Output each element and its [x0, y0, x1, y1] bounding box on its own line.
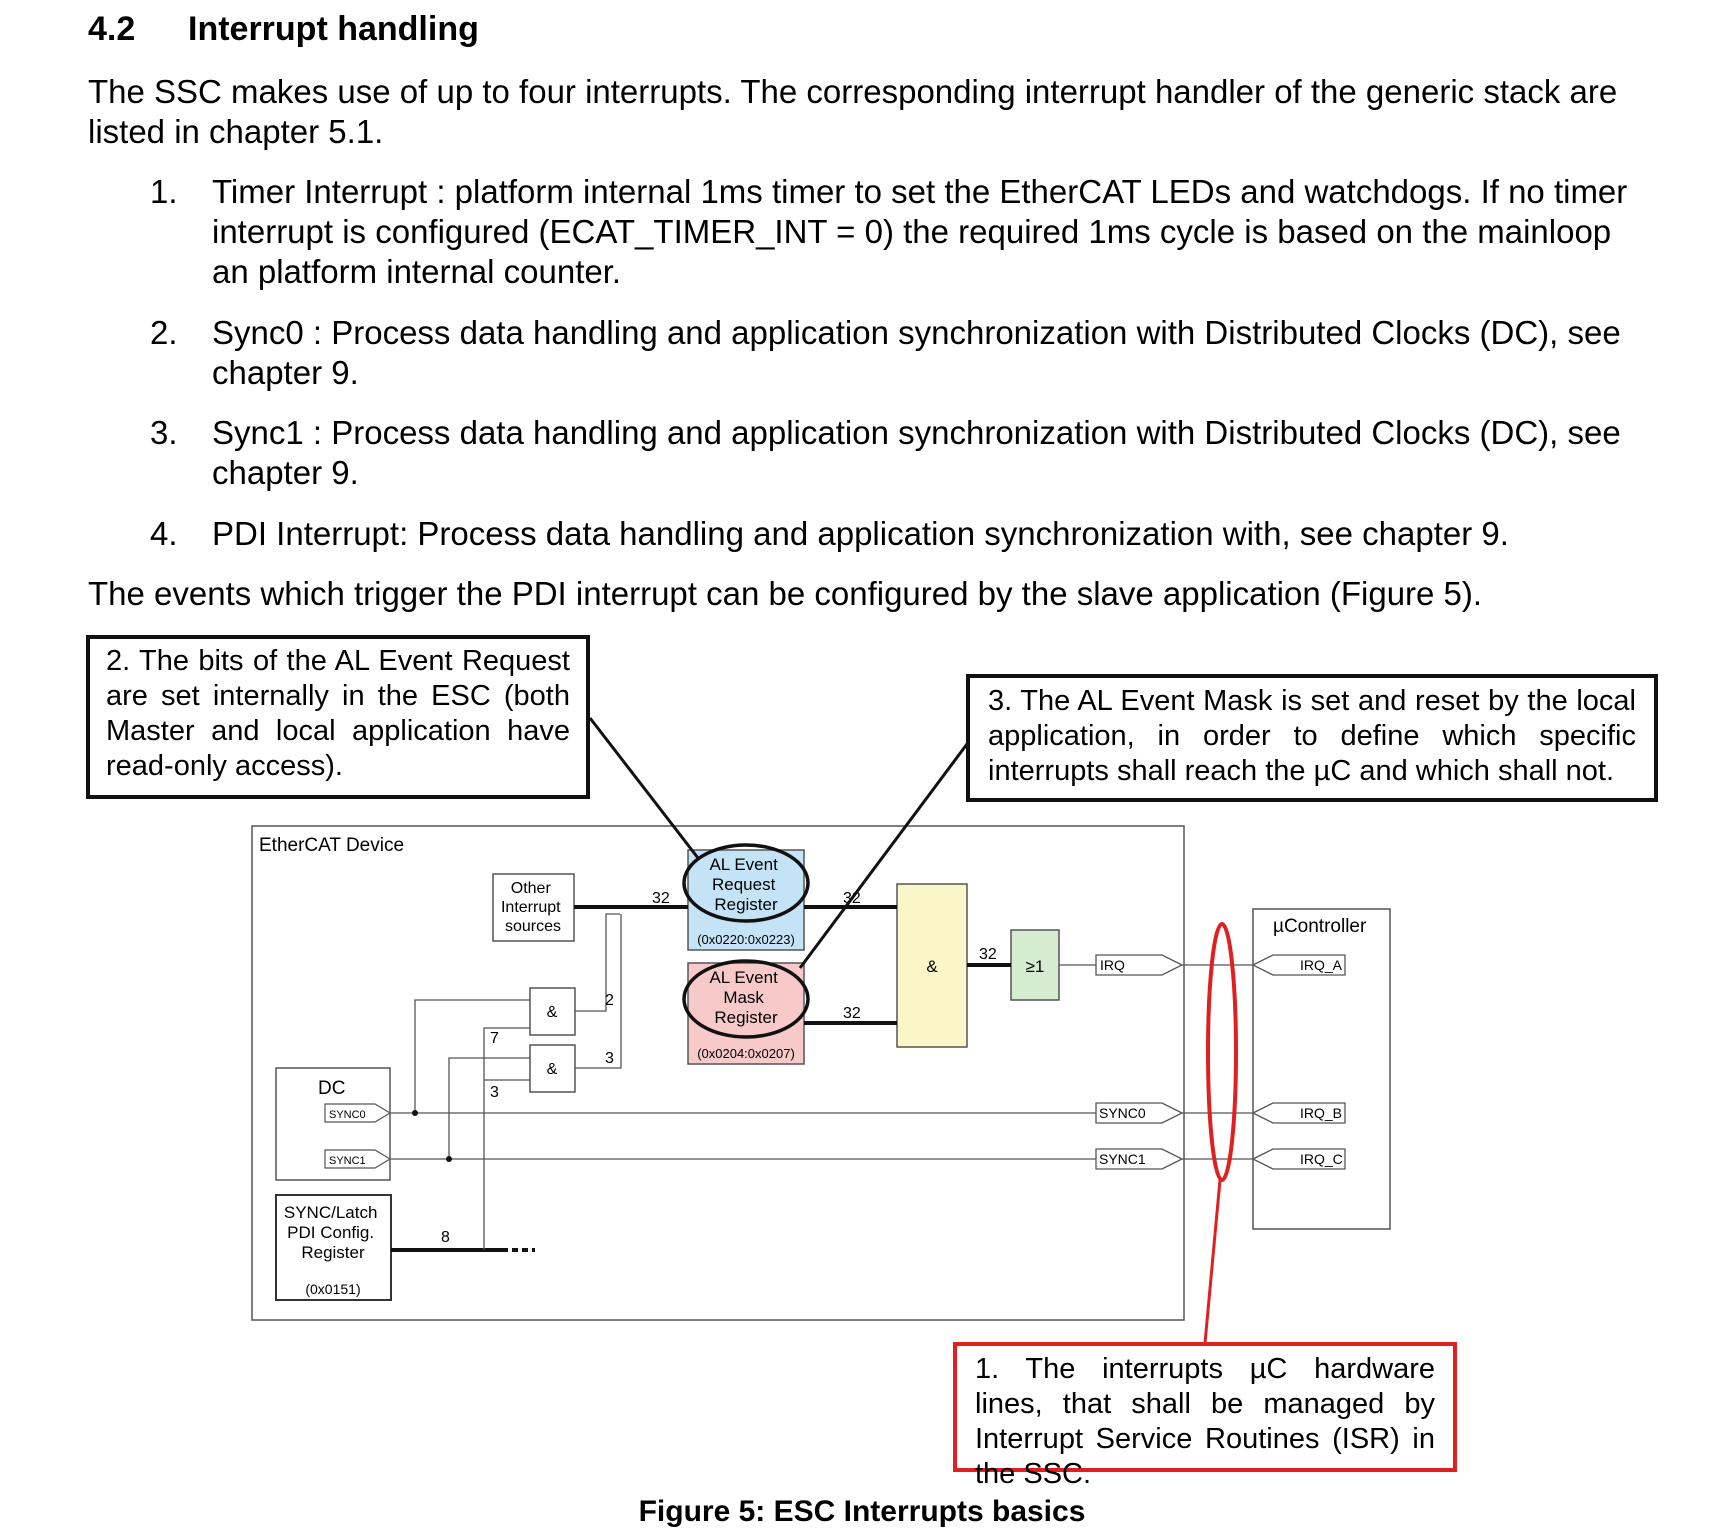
list-text: Sync1 : Process data handling and applic… [212, 414, 1621, 491]
width-2: 2 [605, 992, 614, 1009]
callout-hardware-lines: 1. The interrupts µC hardware lines, tha… [975, 1353, 1435, 1490]
sync0-out-label: SYNC0 [1099, 1105, 1146, 1121]
irq-port [1095, 954, 1184, 976]
width-32-mask: 32 [843, 1005, 861, 1022]
device-boundary [251, 825, 1185, 1321]
and-gate-sync0-symbol: & [547, 1004, 558, 1021]
list-item: 4. PDI Interrupt: Process data handling … [150, 514, 1640, 554]
sync0-port-label: SYNC0 [329, 1109, 366, 1121]
callout-al-event-request: 2. The bits of the AL Event Request are … [106, 645, 570, 782]
list-text: PDI Interrupt: Process data handling and… [212, 515, 1509, 552]
width-7: 7 [490, 1030, 499, 1047]
list-number: 3. [150, 414, 178, 451]
and-gate-sync0 [529, 987, 576, 1036]
sync-latch-label: SYNC/Latch PDI Config. Register [284, 1203, 382, 1262]
callout-2-frame [86, 635, 590, 799]
sync0-port [324, 1103, 392, 1123]
list-item: 1. Timer Interrupt : platform internal 1… [150, 172, 1640, 292]
al-request-register [687, 849, 805, 951]
irq-a-port [1251, 954, 1346, 976]
irq-b-label: IRQ_B [1300, 1105, 1342, 1121]
irq-port-label: IRQ [1100, 957, 1125, 973]
width-8: 8 [441, 1229, 450, 1246]
section-heading: 4.2 Interrupt handling [88, 10, 479, 49]
ucontroller-label: µController [1273, 916, 1367, 937]
sync0-out-port [1095, 1102, 1184, 1124]
list-item: 3. Sync1 : Process data handling and app… [150, 413, 1640, 493]
device-label: EtherCAT Device [259, 835, 404, 856]
width-32-sources: 32 [652, 890, 670, 907]
al-request-address: (0x0220:0x0223) [697, 932, 795, 947]
list-text: Sync0 : Process data handling and applic… [212, 314, 1621, 391]
width-32-and: 32 [979, 946, 997, 963]
sync1-port-label: SYNC1 [329, 1155, 366, 1167]
and-gate-sync1 [529, 1044, 576, 1093]
list-number: 4. [150, 515, 178, 552]
callout-1-frame [953, 1342, 1457, 1472]
and-gate-main-symbol: & [926, 957, 938, 976]
or-gate-symbol: ≥1 [1026, 957, 1045, 976]
other-sources-label: Other Interrupt sources [501, 880, 565, 935]
or-gate [1010, 929, 1060, 1001]
al-mask-address: (0x0204:0x0207) [697, 1046, 795, 1061]
section-title: Interrupt handling [188, 10, 479, 48]
list-item: 2. Sync0 : Process data handling and app… [150, 313, 1640, 393]
irq-b-port [1251, 1102, 1346, 1124]
hw-lines-highlight-ellipse [1206, 922, 1238, 1182]
mask-highlight-ellipse [682, 959, 810, 1039]
intro-paragraph: The SSC makes use of up to four interrup… [88, 73, 1618, 150]
al-mask-register [687, 962, 805, 1065]
outro-paragraph: The events which trigger the PDI interru… [88, 575, 1483, 612]
section-number: 4.2 [88, 10, 136, 48]
list-number: 2. [150, 314, 178, 351]
request-highlight-ellipse [682, 843, 810, 923]
callout-al-event-mask: 3. The AL Event Mask is set and reset by… [988, 685, 1636, 787]
and-gate-sync1-symbol: & [547, 1061, 558, 1078]
and-gate-main [896, 883, 968, 1048]
list-text: Timer Interrupt : platform internal 1ms … [212, 173, 1628, 290]
al-request-label: AL Event Request Register [709, 855, 782, 914]
dc-label: DC [318, 1078, 345, 1099]
sync-latch-register [275, 1194, 392, 1301]
sync-latch-address: (0x0151) [305, 1281, 360, 1297]
width-3-config: 3 [490, 1084, 499, 1101]
list-number: 1. [150, 173, 178, 210]
callout-3-frame [966, 674, 1658, 802]
al-mask-label: AL Event Mask Register [709, 968, 782, 1027]
irq-a-label: IRQ_A [1300, 957, 1343, 973]
width-3: 3 [605, 1050, 614, 1067]
sync1-out-label: SYNC1 [1099, 1151, 1146, 1167]
sync1-port [324, 1149, 392, 1169]
irq-c-port [1251, 1148, 1346, 1170]
sync1-out-port [1095, 1148, 1184, 1170]
figure-caption: Figure 5: ESC Interrupts basics [638, 1495, 1086, 1528]
irq-c-label: IRQ_C [1300, 1151, 1343, 1167]
